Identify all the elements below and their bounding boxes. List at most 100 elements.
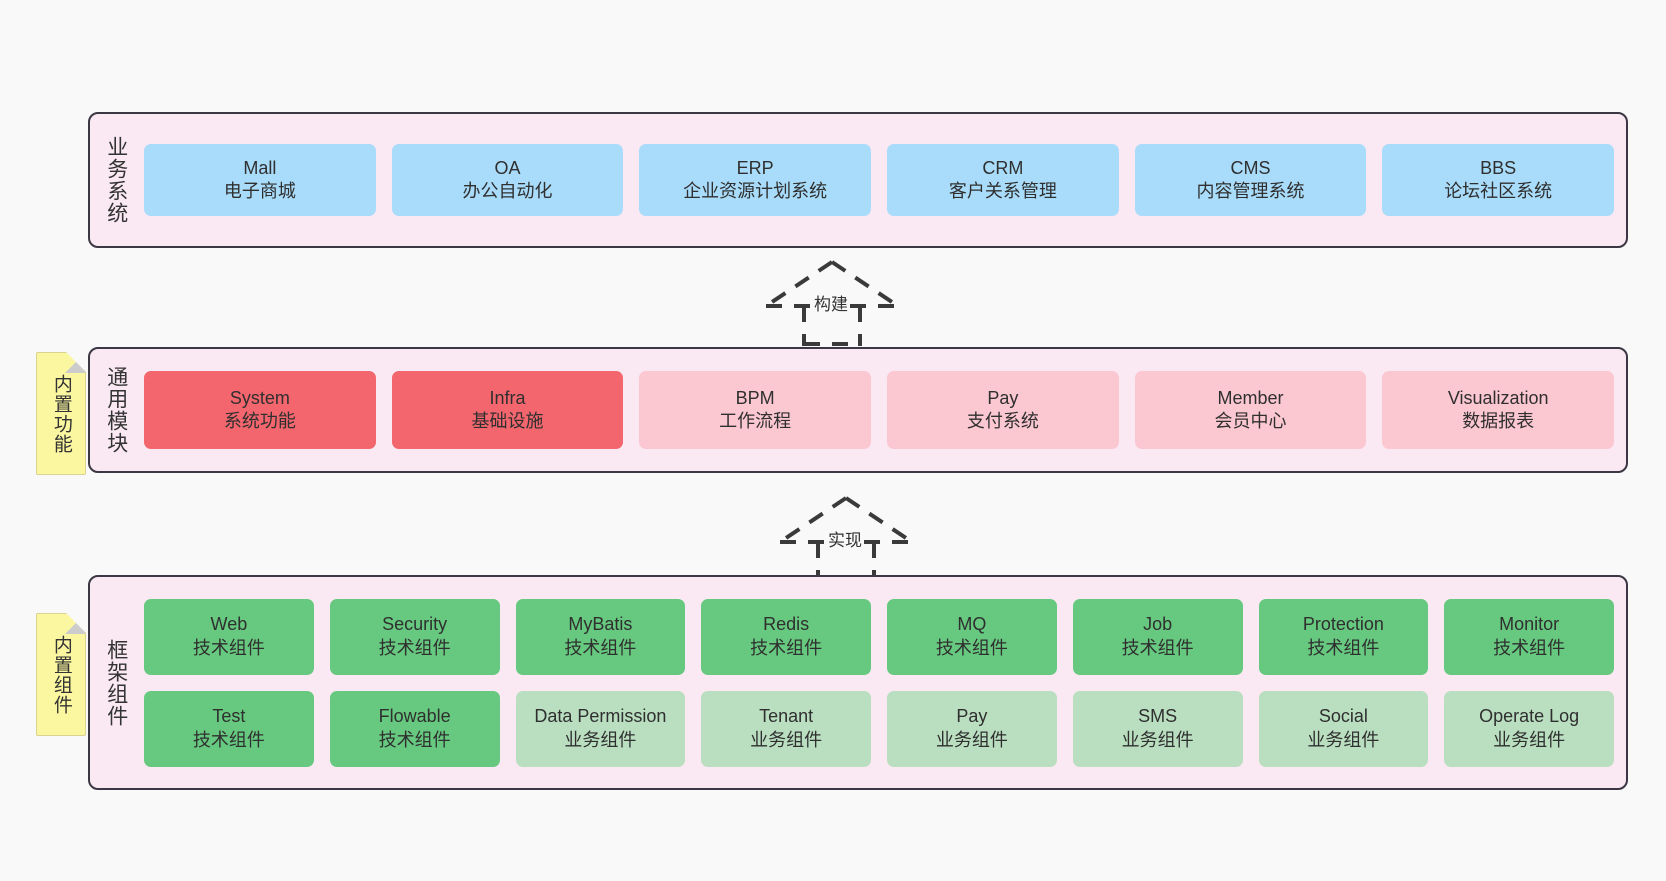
- node-subtitle: 技术组件: [1307, 637, 1380, 658]
- node-tenant[interactable]: Tenant 业务组件: [701, 690, 871, 767]
- node-pay-business[interactable]: Pay 业务组件: [887, 690, 1057, 767]
- node-title: Test: [212, 706, 246, 727]
- node-title: Tenant: [759, 706, 814, 727]
- node-title: Member: [1217, 387, 1284, 408]
- node-subtitle: 电子商城: [223, 181, 296, 201]
- connector-label-build: 构建: [812, 295, 850, 314]
- node-title: BBS: [1480, 157, 1517, 178]
- section-row-business: Test 技术组件 Flowable 技术组件 Data Permission …: [144, 690, 1614, 767]
- node-title: Pay: [956, 706, 988, 727]
- node-title: Protection: [1302, 614, 1384, 635]
- node-mall[interactable]: Mall 电子商城: [144, 144, 376, 216]
- node-protection[interactable]: Protection 技术组件: [1258, 598, 1429, 675]
- node-system[interactable]: System 系统功能: [144, 371, 376, 449]
- node-title: Data Permission: [534, 706, 667, 727]
- node-redis[interactable]: Redis 技术组件: [701, 598, 871, 675]
- node-subtitle: 业务组件: [564, 729, 637, 750]
- note-fold-corner-icon: [65, 614, 85, 634]
- node-subtitle: 数据报表: [1462, 411, 1535, 431]
- node-sms[interactable]: SMS 业务组件: [1072, 690, 1243, 767]
- node-subtitle: 技术组件: [378, 637, 451, 658]
- node-bpm[interactable]: BPM 工作流程: [639, 371, 872, 449]
- node-mybatis[interactable]: MyBatis 技术组件: [515, 598, 686, 675]
- section-row-tech: Web 技术组件 Security 技术组件 MyBatis 技术组件 Redi…: [144, 598, 1614, 675]
- node-title: Mall: [243, 157, 277, 178]
- node-subtitle: 业务组件: [1121, 729, 1194, 750]
- node-member[interactable]: Member 会员中心: [1134, 371, 1367, 449]
- node-subtitle: 技术组件: [750, 637, 823, 658]
- node-title: Monitor: [1499, 614, 1560, 635]
- node-visualization[interactable]: Visualization 数据报表: [1382, 371, 1615, 449]
- node-crm[interactable]: CRM 客户关系管理: [887, 144, 1119, 216]
- node-oa[interactable]: OA 办公自动化: [391, 144, 624, 216]
- node-operate-log[interactable]: Operate Log 业务组件: [1444, 690, 1614, 767]
- connector-implement: 实现: [766, 492, 926, 582]
- section-body-business-systems: Mall 电子商城 OA 办公自动化 ERP 企业资源计划系统 CRM 客户关系…: [142, 114, 1626, 246]
- node-title: Redis: [763, 614, 810, 635]
- node-subtitle: 技术组件: [1493, 637, 1566, 658]
- node-title: OA: [494, 157, 521, 178]
- node-subtitle: 技术组件: [935, 637, 1008, 658]
- section-common-modules: 通用模块 System 系统功能 Infra 基础设施 BPM 工作流程 Pay…: [88, 347, 1628, 473]
- node-subtitle: 业务组件: [750, 729, 823, 750]
- node-subtitle: 技术组件: [378, 729, 451, 750]
- section-row: System 系统功能 Infra 基础设施 BPM 工作流程 Pay 支付系统…: [144, 371, 1615, 449]
- section-body-framework-components: Web 技术组件 Security 技术组件 MyBatis 技术组件 Redi…: [142, 577, 1626, 788]
- node-title: Security: [382, 614, 448, 635]
- node-erp[interactable]: ERP 企业资源计划系统: [639, 144, 872, 216]
- node-subtitle: 技术组件: [192, 729, 265, 750]
- section-label-framework-components: 框架组件: [104, 638, 128, 727]
- node-subtitle: 业务组件: [935, 729, 1008, 750]
- node-title: Operate Log: [1479, 706, 1580, 727]
- note-fold-corner-icon: [65, 353, 85, 373]
- node-title: Infra: [489, 387, 526, 408]
- node-subtitle: 技术组件: [192, 637, 265, 658]
- node-web[interactable]: Web 技术组件: [144, 598, 314, 675]
- node-bbs[interactable]: BBS 论坛社区系统: [1382, 144, 1615, 216]
- node-subtitle: 技术组件: [1121, 637, 1194, 658]
- node-subtitle: 论坛社区系统: [1444, 181, 1553, 201]
- node-test[interactable]: Test 技术组件: [144, 690, 314, 767]
- node-title: Visualization: [1447, 387, 1549, 408]
- node-cms[interactable]: CMS 内容管理系统: [1134, 144, 1367, 216]
- node-title: BPM: [735, 387, 775, 408]
- node-subtitle: 会员中心: [1214, 411, 1287, 431]
- node-subtitle: 企业资源计划系统: [683, 181, 828, 201]
- node-title: SMS: [1138, 706, 1178, 727]
- node-subtitle: 内容管理系统: [1196, 181, 1305, 201]
- node-title: ERP: [736, 157, 774, 178]
- node-subtitle: 客户关系管理: [948, 181, 1057, 201]
- connector-label-implement: 实现: [826, 531, 864, 550]
- note-label: 内置组件: [50, 634, 72, 715]
- node-monitor[interactable]: Monitor 技术组件: [1444, 598, 1614, 675]
- note-builtin-function[interactable]: 内置功能: [36, 352, 86, 475]
- node-subtitle: 基础设施: [471, 411, 544, 431]
- node-title: Social: [1318, 706, 1368, 727]
- node-infra[interactable]: Infra 基础设施: [391, 371, 624, 449]
- node-subtitle: 工作流程: [719, 411, 792, 431]
- node-subtitle: 支付系统: [966, 411, 1039, 431]
- node-title: CRM: [982, 157, 1024, 178]
- node-subtitle: 业务组件: [1307, 729, 1380, 750]
- node-flowable[interactable]: Flowable 技术组件: [329, 690, 500, 767]
- node-title: MQ: [957, 614, 987, 635]
- node-social[interactable]: Social 业务组件: [1258, 690, 1429, 767]
- section-body-common-modules: System 系统功能 Infra 基础设施 BPM 工作流程 Pay 支付系统…: [142, 349, 1626, 471]
- node-title: CMS: [1230, 157, 1271, 178]
- note-label: 内置功能: [50, 373, 72, 454]
- node-pay[interactable]: Pay 支付系统: [887, 371, 1119, 449]
- node-security[interactable]: Security 技术组件: [329, 598, 500, 675]
- node-subtitle: 业务组件: [1493, 729, 1566, 750]
- section-framework-components: 框架组件 Web 技术组件 Security 技术组件 MyBatis 技术组件…: [88, 575, 1628, 790]
- note-builtin-component[interactable]: 内置组件: [36, 613, 86, 736]
- node-data-permission[interactable]: Data Permission 业务组件: [515, 690, 686, 767]
- node-title: System: [229, 387, 290, 408]
- node-subtitle: 技术组件: [564, 637, 637, 658]
- section-row: Mall 电子商城 OA 办公自动化 ERP 企业资源计划系统 CRM 客户关系…: [144, 144, 1615, 216]
- node-mq[interactable]: MQ 技术组件: [887, 598, 1057, 675]
- node-job[interactable]: Job 技术组件: [1072, 598, 1243, 675]
- node-subtitle: 系统功能: [223, 411, 296, 431]
- node-subtitle: 办公自动化: [462, 181, 553, 201]
- section-label-business-systems: 业务系统: [104, 136, 128, 224]
